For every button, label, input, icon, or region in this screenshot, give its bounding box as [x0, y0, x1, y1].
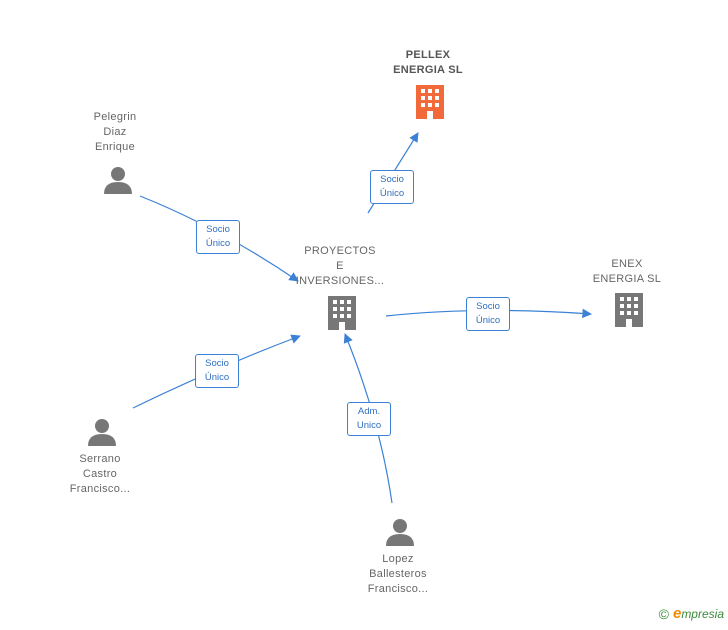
enex-building-icon[interactable]	[615, 293, 643, 327]
copyright-icon: ©	[658, 605, 669, 622]
lopez-person-icon[interactable]	[386, 519, 414, 546]
pellex-building-icon[interactable]	[416, 85, 444, 119]
serrano-person-icon[interactable]	[88, 419, 116, 446]
pelegrin-label[interactable]: Pelegrin Diaz Enrique	[93, 111, 137, 153]
proyectos-building-icon[interactable]	[328, 296, 356, 330]
edge-label-lopez-proyectos: Adm. Unico	[347, 402, 391, 436]
lopez-label[interactable]: Lopez Ballesteros Francisco...	[367, 553, 429, 595]
pellex-label[interactable]: PELLEX ENERGIA SL	[393, 49, 463, 76]
brand-logo[interactable]: empresia	[672, 605, 724, 622]
edge-label-pelegrin-proyectos: Socio Único	[196, 220, 240, 254]
proyectos-label[interactable]: PROYECTOS E INVERSIONES...	[295, 245, 385, 287]
serrano-label[interactable]: Serrano Castro Francisco...	[69, 453, 131, 495]
enex-label[interactable]: ENEX ENERGIA SL	[592, 258, 662, 285]
footer-brand: © empresia	[659, 605, 724, 622]
pelegrin-person-icon[interactable]	[104, 167, 132, 194]
edge-label-proyectos-pellex: Socio Único	[370, 170, 414, 204]
edge-label-proyectos-enex: Socio Único	[466, 297, 510, 331]
edge-label-serrano-proyectos: Socio Único	[195, 354, 239, 388]
